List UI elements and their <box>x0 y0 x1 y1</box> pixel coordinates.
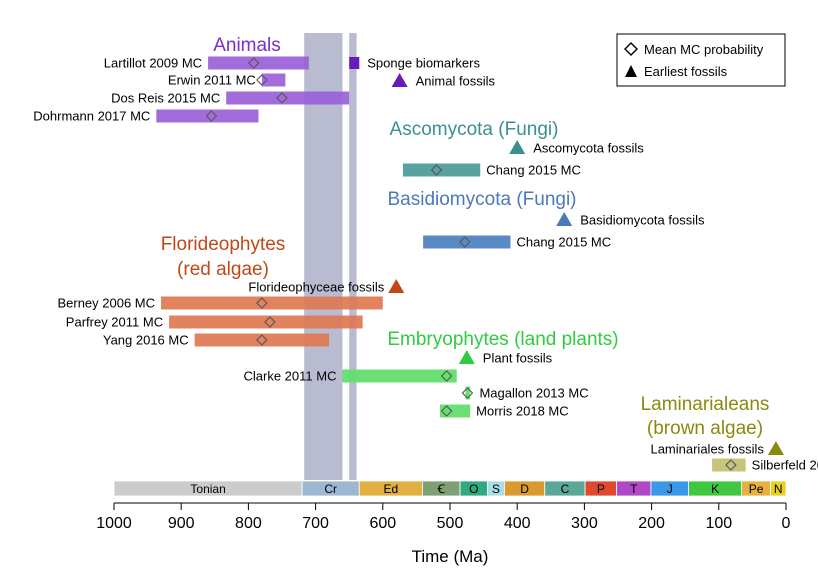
period-label: Ꞓ <box>437 482 446 496</box>
period-label: J <box>667 482 673 496</box>
period-label: K <box>711 482 719 496</box>
sponge-biomarker-marker <box>349 57 360 69</box>
interval-label: Lartillot 2009 MC <box>104 56 202 71</box>
interval-label: Clarke 2011 MC <box>244 369 337 384</box>
interval-bar <box>169 315 363 329</box>
x-tick-label: 1000 <box>96 515 132 532</box>
period-label: T <box>630 482 638 496</box>
group-title: (red algae) <box>177 259 269 280</box>
legend-box <box>616 33 786 87</box>
legend-label-fossils: Earliest fossils <box>644 64 728 79</box>
group-title: Florideophytes <box>161 234 286 255</box>
interval-bar <box>712 458 746 472</box>
x-tick-label: 100 <box>705 515 732 532</box>
period-label: C <box>561 482 570 496</box>
fossil-label: Plant fossils <box>483 351 553 366</box>
group-title: (brown algae) <box>647 418 763 439</box>
interval-label: Berney 2006 MC <box>57 296 155 311</box>
x-tick-label: 0 <box>782 515 791 532</box>
mean-diamond-icon <box>461 387 474 399</box>
period-label: S <box>492 482 500 496</box>
interval-label: Chang 2015 MC <box>516 235 611 250</box>
legend-label-mean: Mean MC probability <box>644 42 764 57</box>
x-tick-label: 200 <box>638 515 665 532</box>
fossil-triangle-icon <box>509 140 526 154</box>
interval-bar <box>156 109 259 123</box>
period-label: Cr <box>324 482 337 496</box>
fossil-triangle-icon <box>556 212 573 226</box>
interval-bar <box>261 73 286 87</box>
x-tick-label: 800 <box>235 515 262 532</box>
period-label: Tonian <box>190 482 225 496</box>
interval-bar <box>465 386 471 400</box>
interval-label: Parfrey 2011 MC <box>66 315 163 330</box>
x-tick-label: 600 <box>369 515 396 532</box>
interval-label: Dos Reis 2015 MC <box>111 91 220 106</box>
mean-diamond-icon <box>256 74 268 86</box>
period-label: D <box>520 482 529 496</box>
interval-bar <box>194 333 330 347</box>
glaciation-band <box>349 33 357 480</box>
period-label: N <box>774 482 783 496</box>
mean-diamond-icon <box>256 334 268 346</box>
interval-label: Morris 2018 MC <box>476 404 568 419</box>
glaciation-band <box>304 33 343 480</box>
mean-diamond-icon <box>256 297 268 309</box>
mean-diamond-icon <box>205 110 218 122</box>
interval-label: Yang 2016 MC <box>103 333 189 348</box>
x-axis-label: Time (Ma) <box>412 547 489 566</box>
interval-bar <box>439 404 471 418</box>
interval-bar <box>342 369 457 383</box>
fossil-label: Sponge biomarkers <box>367 56 480 71</box>
group-title: Animals <box>213 35 281 56</box>
interval-label: Magallon 2013 MC <box>479 386 588 401</box>
x-tick-label: 500 <box>437 515 464 532</box>
fossil-triangle-icon <box>391 73 408 87</box>
mean-diamond-icon <box>430 164 443 176</box>
fossil-label: Ascomycota fossils <box>533 141 644 156</box>
fossil-triangle-icon <box>388 279 405 293</box>
legend-triangle-icon <box>625 65 637 77</box>
mean-diamond-icon <box>459 236 471 248</box>
x-tick-label: 400 <box>504 515 531 532</box>
group-title: Basidiomycota (Fungi) <box>387 189 576 210</box>
interval-bar <box>423 235 511 249</box>
mean-diamond-icon <box>725 459 737 471</box>
period-label: Pe <box>749 482 764 496</box>
mean-diamond-icon <box>247 57 260 69</box>
fossil-triangle-icon <box>767 441 784 455</box>
interval-label: Dohrmann 2017 MC <box>33 109 150 124</box>
interval-label: Chang 2015 MC <box>486 163 581 178</box>
mean-diamond-icon <box>440 405 453 417</box>
fossil-label: Basidiomycota fossils <box>580 213 705 228</box>
group-title: Laminarialeans <box>641 394 770 415</box>
x-tick-label: 700 <box>302 515 329 532</box>
fossil-triangle-icon <box>458 350 475 364</box>
interval-bar <box>161 296 383 310</box>
mean-diamond-icon <box>264 316 276 328</box>
interval-label: Silberfeld 2010 MC <box>752 458 818 473</box>
legend-diamond-icon <box>624 42 638 56</box>
x-tick-label: 900 <box>168 515 195 532</box>
fossil-label: Laminariales fossils <box>650 442 764 457</box>
interval-label: Erwin 2011 MC <box>168 73 256 88</box>
period-label: O <box>469 482 478 496</box>
period-cell <box>770 480 787 497</box>
legend: Mean MC probability Earliest fossils <box>616 33 786 87</box>
fossil-label: Animal fossils <box>416 74 496 89</box>
group-title: Ascomycota (Fungi) <box>390 119 559 140</box>
group-title: Embryophytes (land plants) <box>387 329 618 350</box>
fossil-label: Florideophyceae fossils <box>248 280 384 295</box>
mean-diamond-icon <box>276 92 288 104</box>
period-label: P <box>597 482 605 496</box>
x-tick-label: 300 <box>571 515 598 532</box>
mean-diamond-icon <box>440 370 453 382</box>
period-label: Ed <box>384 482 399 496</box>
